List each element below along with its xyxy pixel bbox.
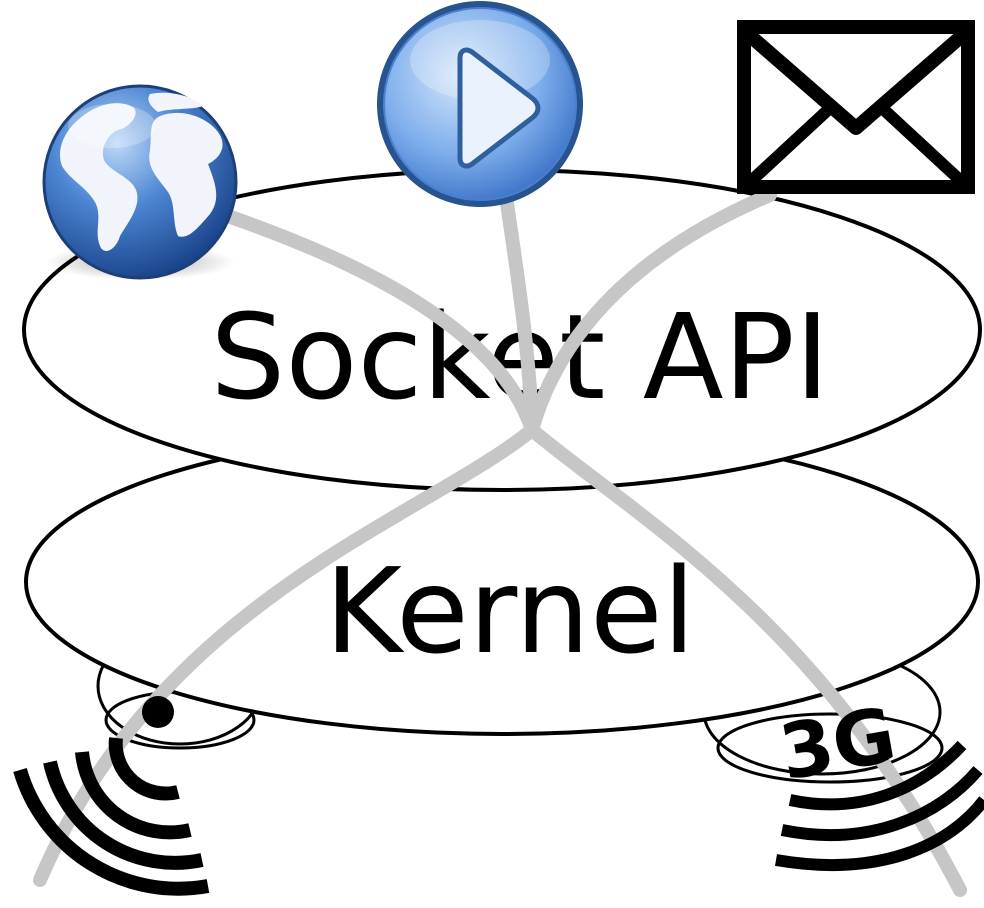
play-button-icon bbox=[377, 1, 583, 207]
mail-envelope-icon bbox=[737, 20, 975, 194]
cellular-3g-label: 3G bbox=[773, 690, 902, 798]
wifi-icon-dot bbox=[142, 696, 174, 728]
wifi-icon-arc-3 bbox=[43, 760, 204, 870]
mail-envelope-flap bbox=[743, 28, 969, 135]
cellular-wave-3 bbox=[774, 796, 984, 872]
wifi-icon-arc-1 bbox=[108, 737, 180, 801]
cellular-wave-2 bbox=[780, 766, 983, 842]
globe-icon bbox=[42, 84, 238, 280]
play-triangle bbox=[457, 47, 541, 169]
globe-icon-highlight bbox=[68, 104, 156, 148]
wifi-icon bbox=[13, 696, 210, 896]
mail-envelope-fold-left bbox=[745, 103, 835, 187]
globe-icon-continent-africa bbox=[149, 112, 223, 237]
wifi-icon-arc-4 bbox=[13, 768, 210, 896]
cellular-3g-icon: 3G bbox=[773, 690, 984, 872]
connection-lines bbox=[33, 183, 967, 897]
globe-icon-continent-americas bbox=[59, 103, 138, 251]
cellular-wave-1 bbox=[788, 740, 967, 811]
connection-line-wifi bbox=[33, 423, 539, 887]
connection-line-globe bbox=[203, 203, 539, 437]
connection-line-mail bbox=[525, 188, 777, 437]
mail-envelope-fold-right bbox=[877, 103, 967, 187]
kernel-label: Kernel bbox=[325, 542, 696, 680]
wifi-icon-arc-2 bbox=[75, 751, 192, 840]
cellular-device-disc-lower bbox=[716, 712, 944, 784]
globe-icon-continent-europe bbox=[148, 92, 204, 112]
connection-line-play bbox=[498, 183, 539, 437]
